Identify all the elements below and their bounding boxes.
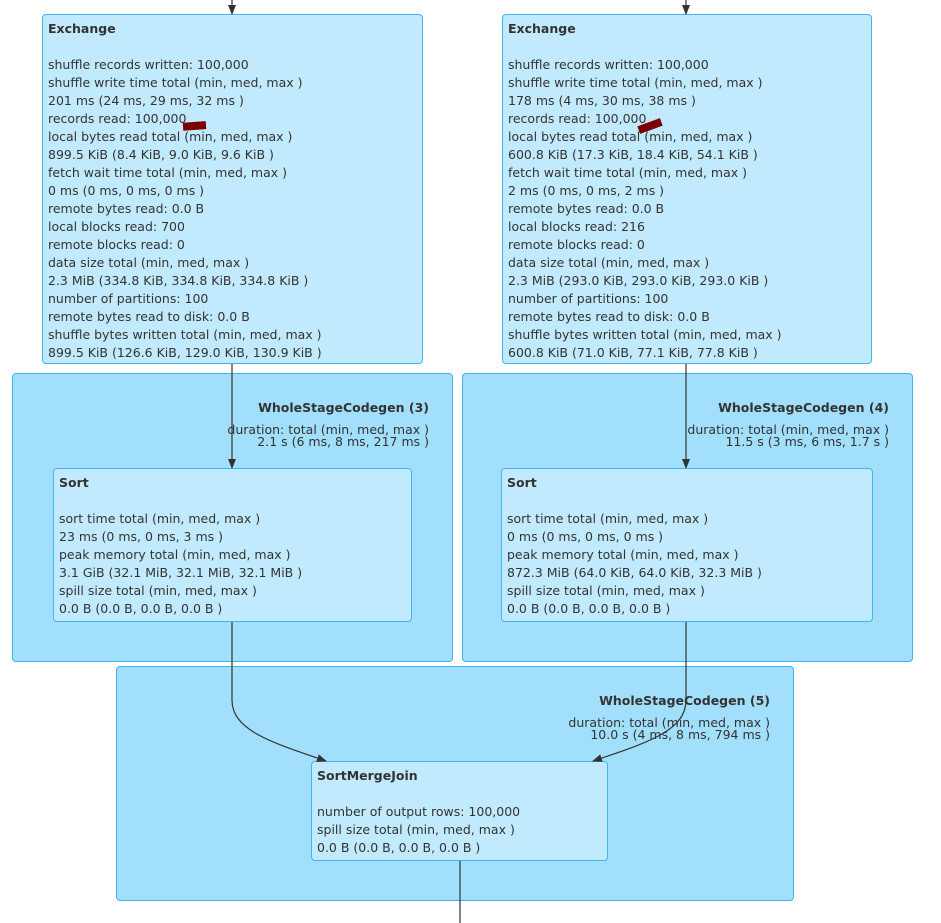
metric-line: sort time total (min, med, max ) [59, 511, 261, 526]
metric-line: 0 ms (0 ms, 0 ms, 0 ms ) [507, 529, 664, 544]
metrics-list: shuffle records written: 100,000 shuffle … [508, 56, 871, 362]
node-title: Sort [59, 475, 89, 490]
metric-line: 23 ms (0 ms, 0 ms, 3 ms ) [59, 529, 224, 544]
duration-value: 11.5 s (3 ms, 6 ms, 1.7 s ) [725, 434, 889, 449]
metric-line: peak memory total (min, med, max ) [59, 547, 291, 562]
metric-line: 2.3 MiB (293.0 KiB, 293.0 KiB, 293.0 KiB… [508, 273, 769, 288]
metrics-list: sort time total (min, med, max ) 0 ms (0 … [507, 510, 872, 618]
cluster-duration: duration: total (min, med, max ) 2.1 s (… [227, 422, 429, 449]
metric-line: local bytes read total (min, med, max ) [508, 129, 753, 144]
metric-line: shuffle bytes written total (min, med, m… [48, 327, 322, 342]
duration-value: 10.0 s (4 ms, 8 ms, 794 ms ) [590, 727, 770, 742]
node-title: Exchange [48, 21, 116, 36]
metric-line: local blocks read: 700 [48, 219, 185, 234]
cluster-title: WholeStageCodegen (3) [258, 400, 429, 415]
duration-label: duration: total (min, med, max ) [568, 715, 770, 730]
metric-line: sort time total (min, med, max ) [507, 511, 709, 526]
metric-line: 0 ms (0 ms, 0 ms, 0 ms ) [48, 183, 205, 198]
sort-node-left[interactable]: Sort sort time total (min, med, max ) 23 … [53, 468, 412, 622]
metric-line: shuffle write time total (min, med, max … [508, 75, 763, 90]
metric-line: shuffle write time total (min, med, max … [48, 75, 303, 90]
metric-line: remote bytes read: 0.0 B [508, 201, 665, 216]
metrics-list: number of output rows: 100,000 spill size… [317, 803, 607, 857]
metric-line: 201 ms (24 ms, 29 ms, 32 ms ) [48, 93, 244, 108]
metric-line: shuffle records written: 100,000 [508, 57, 709, 72]
metrics-list: sort time total (min, med, max ) 23 ms (0… [59, 510, 411, 618]
metric-line: number of output rows: 100,000 [317, 804, 521, 819]
metric-line: 178 ms (4 ms, 30 ms, 38 ms ) [508, 93, 696, 108]
exchange-node-left[interactable]: Exchange shuffle records written: 100,00… [42, 14, 423, 364]
metric-line: number of partitions: 100 [48, 291, 209, 306]
metric-line: 3.1 GiB (32.1 MiB, 32.1 MiB, 32.1 MiB ) [59, 565, 303, 580]
metric-line: 600.8 KiB (17.3 KiB, 18.4 KiB, 54.1 KiB … [508, 147, 758, 162]
edge-sort-left-to-join [231, 622, 327, 762]
metric-line: 0.0 B (0.0 B, 0.0 B, 0.0 B ) [59, 601, 223, 616]
metric-line: records read: 100,000 [508, 111, 647, 126]
sort-merge-join-node[interactable]: SortMergeJoin number of output rows: 100… [311, 761, 608, 861]
metric-line: data size total (min, med, max ) [508, 255, 710, 270]
duration-label: duration: total (min, med, max ) [687, 422, 889, 437]
metric-line: shuffle bytes written total (min, med, m… [508, 327, 782, 342]
duration-value: 2.1 s (6 ms, 8 ms, 217 ms ) [257, 434, 429, 449]
duration-label: duration: total (min, med, max ) [227, 422, 429, 437]
metric-line: fetch wait time total (min, med, max ) [48, 165, 287, 180]
metric-line: shuffle records written: 100,000 [48, 57, 249, 72]
cluster-duration: duration: total (min, med, max ) 11.5 s … [687, 422, 889, 449]
metric-line: 600.8 KiB (71.0 KiB, 77.1 KiB, 77.8 KiB … [508, 345, 758, 360]
cluster-title: WholeStageCodegen (5) [599, 693, 770, 708]
metric-line: 899.5 KiB (8.4 KiB, 9.0 KiB, 9.6 KiB ) [48, 147, 274, 162]
metric-line: spill size total (min, med, max ) [59, 583, 257, 598]
exchange-node-right[interactable]: Exchange shuffle records written: 100,00… [502, 14, 872, 364]
metric-line: 0.0 B (0.0 B, 0.0 B, 0.0 B ) [317, 840, 481, 855]
metric-line: fetch wait time total (min, med, max ) [508, 165, 747, 180]
marker-icon [637, 118, 663, 134]
metric-line: local bytes read total (min, med, max ) [48, 129, 293, 144]
node-title: SortMergeJoin [317, 768, 418, 783]
metric-line: data size total (min, med, max ) [48, 255, 250, 270]
metric-line: remote bytes read to disk: 0.0 B [48, 309, 250, 324]
node-title: Exchange [508, 21, 576, 36]
metric-line: 2 ms (0 ms, 0 ms, 2 ms ) [508, 183, 665, 198]
sort-node-right[interactable]: Sort sort time total (min, med, max ) 0 m… [501, 468, 873, 622]
metric-line: local blocks read: 216 [508, 219, 645, 234]
cluster-duration: duration: total (min, med, max ) 10.0 s … [568, 715, 770, 742]
metric-line: peak memory total (min, med, max ) [507, 547, 739, 562]
metric-line: remote bytes read to disk: 0.0 B [508, 309, 710, 324]
metric-line: spill size total (min, med, max ) [317, 822, 515, 837]
marker-icon [182, 121, 207, 131]
node-title: Sort [507, 475, 537, 490]
metric-line: 0.0 B (0.0 B, 0.0 B, 0.0 B ) [507, 601, 671, 616]
cluster-title: WholeStageCodegen (4) [718, 400, 889, 415]
metric-line: remote bytes read: 0.0 B [48, 201, 205, 216]
metric-line: records read: 100,000 [48, 111, 187, 126]
metrics-list: shuffle records written: 100,000 shuffle … [48, 56, 422, 362]
metric-line: remote blocks read: 0 [508, 237, 645, 252]
metric-line: 899.5 KiB (126.6 KiB, 129.0 KiB, 130.9 K… [48, 345, 322, 360]
metric-line: remote blocks read: 0 [48, 237, 185, 252]
metric-line: number of partitions: 100 [508, 291, 669, 306]
edge-sort-right-to-join [592, 622, 687, 762]
metric-line: 2.3 MiB (334.8 KiB, 334.8 KiB, 334.8 KiB… [48, 273, 309, 288]
metric-line: 872.3 MiB (64.0 KiB, 64.0 KiB, 32.3 MiB … [507, 565, 762, 580]
metric-line: spill size total (min, med, max ) [507, 583, 705, 598]
